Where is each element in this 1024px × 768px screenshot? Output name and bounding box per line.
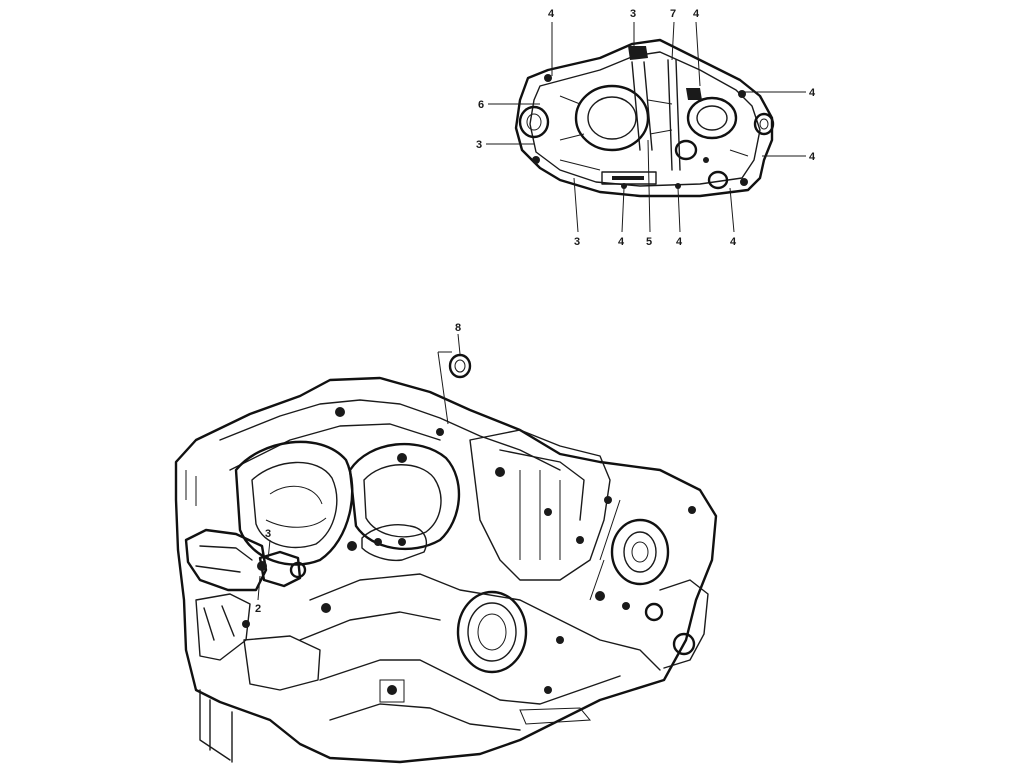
crankcase-half-top-view	[514, 38, 775, 198]
callout-top-1: 4	[548, 8, 555, 20]
main-leader-lines	[257, 333, 461, 601]
main-callouts: 8 3 2	[255, 322, 461, 615]
callout-top-10: 4	[618, 236, 625, 248]
callout-top-3: 7	[670, 8, 676, 20]
callout-top-13: 4	[730, 236, 737, 248]
crankcase-assembly-isometric	[174, 353, 718, 764]
callout-top-6: 6	[478, 99, 484, 111]
callout-top-4: 4	[693, 8, 700, 20]
callout-top-7: 3	[476, 139, 482, 151]
callout-main-8: 8	[455, 322, 461, 334]
top-callouts: 4 3 7 4 4 6 3 4 3 4 5 4 4	[476, 8, 816, 248]
callout-top-9: 3	[574, 236, 580, 248]
callout-top-12: 4	[676, 236, 683, 248]
top-leader-lines	[486, 21, 806, 233]
callout-main-2: 2	[255, 603, 261, 615]
callout-top-8: 4	[809, 151, 816, 163]
callout-top-2: 3	[630, 8, 636, 20]
callout-top-11: 5	[646, 236, 652, 248]
callout-top-5: 4	[809, 87, 816, 99]
callout-main-3: 3	[265, 528, 271, 540]
